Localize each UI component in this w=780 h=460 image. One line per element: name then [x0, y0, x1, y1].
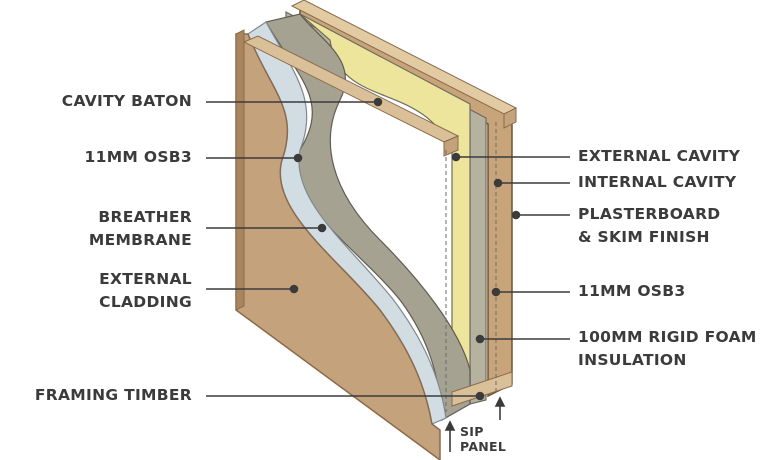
label-sip-panel: SIP PANEL [460, 424, 507, 454]
label-rigid-foam: 100MM RIGID FOAM INSULATION [578, 328, 757, 369]
label-osb3-outer: 11MM OSB3 [84, 148, 192, 166]
sip-arrow-left-head [444, 420, 456, 431]
cavity-baton-top-end [503, 107, 517, 129]
label-framing-timber: FRAMING TIMBER [34, 386, 192, 404]
cladding-edge [235, 29, 245, 311]
dot-rigid-foam [475, 334, 485, 344]
dot-breather-membrane [317, 223, 327, 233]
label-cavity-baton: CAVITY BATON [61, 92, 192, 110]
dot-plasterboard [511, 210, 521, 220]
dot-internal-cavity [493, 178, 503, 188]
dot-osb3-outer [293, 153, 303, 163]
label-internal-cavity: INTERNAL CAVITY [578, 173, 737, 191]
label-plasterboard: PLASTERBOARD & SKIM FINISH [578, 205, 721, 246]
dot-cavity-baton [373, 97, 383, 107]
label-osb3-inner: 11MM OSB3 [578, 282, 686, 300]
label-breather-membrane: BREATHER MEMBRANE [88, 208, 192, 249]
cavity-baton-middle-end [443, 135, 459, 157]
label-external-cladding: EXTERNAL CLADDING [99, 270, 192, 311]
dot-external-cladding [289, 284, 299, 294]
framing-timber [451, 371, 513, 407]
external-cladding-layer [235, 33, 441, 460]
sip-arrow-right-head [494, 396, 506, 407]
label-external-cavity: EXTERNAL CAVITY [578, 147, 741, 165]
dot-framing-timber [475, 391, 485, 401]
dot-osb3-inner [491, 287, 501, 297]
dot-external-cavity [451, 152, 461, 162]
